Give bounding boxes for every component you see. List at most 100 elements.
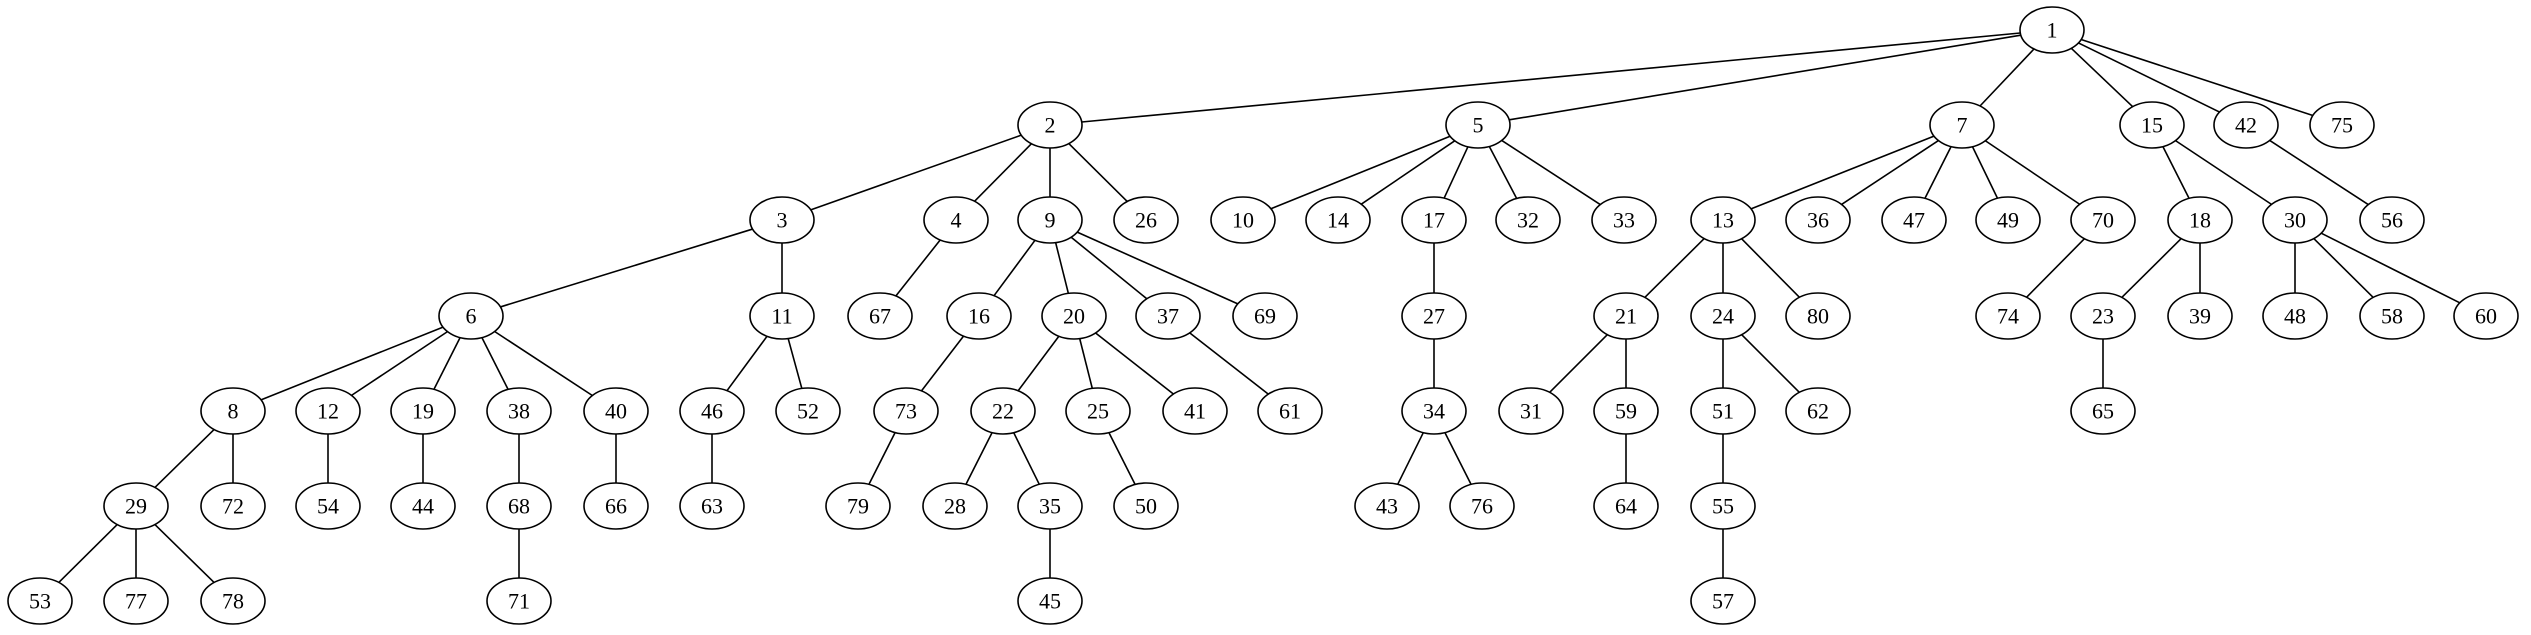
node-78: 78 <box>200 577 266 625</box>
node-label: 80 <box>1807 304 1829 329</box>
node-17: 17 <box>1401 196 1467 244</box>
node-ellipse <box>1210 196 1276 244</box>
node-label: 73 <box>895 399 917 424</box>
node-10: 10 <box>1210 196 1276 244</box>
node-57: 57 <box>1690 577 1756 625</box>
edge-73-79 <box>868 432 896 485</box>
edge-20-41 <box>1095 332 1174 395</box>
node-label: 61 <box>1279 399 1301 424</box>
node-52: 52 <box>775 387 841 435</box>
node-label: 75 <box>2331 113 2353 138</box>
node-ellipse <box>1975 292 2041 340</box>
node-ellipse <box>1929 101 1995 149</box>
node-label: 56 <box>2381 208 2403 233</box>
edge-9-20 <box>1054 242 1070 294</box>
node-ellipse <box>2213 101 2279 149</box>
node-4: 4 <box>923 196 989 244</box>
node-53: 53 <box>7 577 73 625</box>
node-label: 12 <box>317 399 339 424</box>
node-label: 22 <box>992 399 1014 424</box>
node-38: 38 <box>486 387 552 435</box>
node-ellipse <box>1495 196 1561 244</box>
node-ellipse <box>1690 577 1756 625</box>
node-label: 41 <box>1184 399 1206 424</box>
node-5: 5 <box>1445 101 1511 149</box>
node-60: 60 <box>2453 292 2519 340</box>
node-label: 51 <box>1712 399 1734 424</box>
node-label: 78 <box>222 589 244 614</box>
node-ellipse <box>922 482 988 530</box>
node-ellipse <box>2359 292 2425 340</box>
edge-29-78 <box>154 523 215 584</box>
node-ellipse <box>2070 196 2136 244</box>
node-26: 26 <box>1113 196 1179 244</box>
edge-7-70 <box>1984 140 2081 205</box>
node-42: 42 <box>2213 101 2279 149</box>
node-ellipse <box>2309 101 2375 149</box>
node-48: 48 <box>2262 292 2328 340</box>
node-23: 23 <box>2070 292 2136 340</box>
node-ellipse <box>1305 196 1371 244</box>
node-74: 74 <box>1975 292 2041 340</box>
node-label: 54 <box>317 494 339 519</box>
node-label: 46 <box>701 399 723 424</box>
node-label: 58 <box>2381 304 2403 329</box>
node-label: 44 <box>412 494 434 519</box>
node-69: 69 <box>1232 292 1298 340</box>
node-19: 19 <box>390 387 456 435</box>
node-ellipse <box>847 292 913 340</box>
node-9: 9 <box>1017 196 1083 244</box>
node-ellipse <box>1690 196 1756 244</box>
node-label: 36 <box>1807 208 1829 233</box>
edge-34-43 <box>1397 432 1424 485</box>
node-ellipse <box>7 577 73 625</box>
node-label: 38 <box>508 399 530 424</box>
node-ellipse <box>200 482 266 530</box>
node-label: 10 <box>1232 208 1254 233</box>
node-label: 70 <box>2092 208 2114 233</box>
node-ellipse <box>873 387 939 435</box>
edge-22-28 <box>965 432 993 485</box>
node-54: 54 <box>295 482 361 530</box>
node-75: 75 <box>2309 101 2375 149</box>
node-label: 74 <box>1997 304 2019 329</box>
node-14: 14 <box>1305 196 1371 244</box>
node-label: 79 <box>847 494 869 519</box>
node-ellipse <box>1065 387 1131 435</box>
node-label: 57 <box>1712 589 1734 614</box>
node-label: 1 <box>2047 18 2058 43</box>
node-ellipse <box>390 482 456 530</box>
node-ellipse <box>1690 387 1756 435</box>
node-ellipse <box>1017 577 1083 625</box>
node-label: 66 <box>605 494 627 519</box>
node-ellipse <box>2119 101 2185 149</box>
node-44: 44 <box>390 482 456 530</box>
node-ellipse <box>1975 196 2041 244</box>
node-ellipse <box>200 577 266 625</box>
node-ellipse <box>923 196 989 244</box>
node-36: 36 <box>1785 196 1851 244</box>
edges-layer <box>58 32 2461 584</box>
node-39: 39 <box>2167 292 2233 340</box>
node-64: 64 <box>1593 482 1659 530</box>
edge-5-10 <box>1270 135 1451 210</box>
edge-5-17 <box>1443 146 1469 199</box>
edge-5-33 <box>1501 139 1601 206</box>
node-ellipse <box>1041 292 1107 340</box>
node-16: 16 <box>946 292 1012 340</box>
node-63: 63 <box>679 482 745 530</box>
node-33: 33 <box>1591 196 1657 244</box>
node-label: 62 <box>1807 399 1829 424</box>
edge-11-46 <box>726 335 768 392</box>
node-ellipse <box>1257 387 1323 435</box>
node-label: 27 <box>1423 304 1445 329</box>
node-ellipse <box>679 387 745 435</box>
node-37: 37 <box>1135 292 1201 340</box>
node-label: 52 <box>797 399 819 424</box>
node-ellipse <box>390 387 456 435</box>
node-ellipse <box>1401 292 1467 340</box>
node-label: 3 <box>777 208 788 233</box>
node-label: 26 <box>1135 208 1157 233</box>
node-ellipse <box>1017 101 1083 149</box>
